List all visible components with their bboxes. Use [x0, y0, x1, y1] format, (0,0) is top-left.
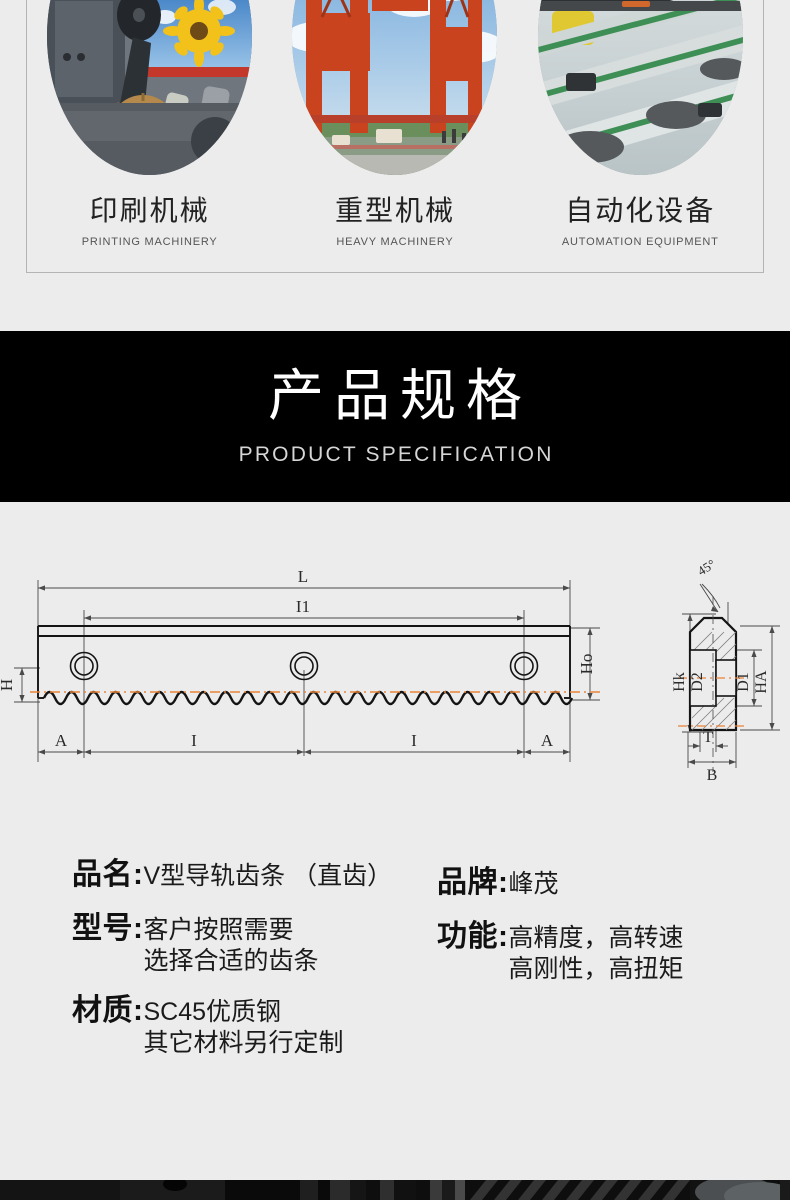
product-specification-banner: 产品规格 PRODUCT SPECIFICATION	[0, 331, 790, 502]
svg-text:A: A	[541, 731, 554, 750]
svg-text:I: I	[411, 731, 417, 750]
svg-text:H: H	[0, 679, 16, 691]
rack-teeth	[42, 690, 574, 706]
side-view-labels: L I1 A I I A H Ho	[0, 567, 596, 750]
svg-text:Hk: Hk	[671, 672, 688, 692]
dark-machinery-photo-strip	[0, 1180, 790, 1200]
applications-columns: 印刷机械 PRINTING MACHINERY	[27, 0, 763, 272]
spec-key: 功能:	[437, 920, 509, 953]
specifications-left-column: 品名: V型导轨齿条 （直齿） 型号: 客户按照需要 选择合适的齿条 材质: S…	[72, 855, 452, 1073]
mounting-holes	[69, 651, 539, 681]
svg-text:A: A	[55, 731, 68, 750]
technical-drawing: L I1 A I I A H Ho	[0, 540, 790, 790]
spec-row-product-name: 品名: V型导轨齿条 （直齿）	[72, 855, 452, 895]
section-centerlines	[678, 677, 748, 727]
application-item-printing[interactable]: 印刷机械 PRINTING MACHINERY	[36, 0, 264, 248]
applications-card: 印刷机械 PRINTING MACHINERY	[26, 0, 764, 273]
spec-value: 高精度，高转速 高刚性，高扭矩	[508, 924, 684, 983]
spec-value: V型导轨齿条 （直齿）	[143, 862, 393, 890]
spec-value: SC45优质钢 其它材料另行定制	[143, 998, 344, 1057]
spec-key: 品牌:	[437, 866, 509, 899]
banner-title-en: PRODUCT SPECIFICATION	[238, 443, 554, 466]
printing-press-photo	[47, 0, 253, 175]
spec-key: 材质:	[72, 994, 144, 1027]
application-item-automation[interactable]: 自动化设备 AUTOMATION EQUIPMENT	[526, 0, 754, 248]
application-title-en: PRINTING MACHINERY	[81, 236, 218, 248]
specifications-block: 品名: V型导轨齿条 （直齿） 型号: 客户按照需要 选择合适的齿条 材质: S…	[0, 855, 790, 1085]
svg-text:Ho: Ho	[577, 654, 596, 675]
svg-text:I: I	[191, 731, 197, 750]
spec-value: 客户按照需要 选择合适的齿条	[143, 916, 319, 975]
banner-title-cn: 产品规格	[268, 364, 532, 427]
spec-key: 型号:	[72, 912, 144, 945]
spec-value: 峰茂	[508, 870, 559, 898]
application-title-cn: 印刷机械	[89, 195, 210, 226]
application-title-en: HEAVY MACHINERY	[336, 236, 454, 248]
svg-text:L: L	[298, 567, 308, 586]
application-title-cn: 自动化设备	[565, 195, 716, 226]
spec-row-material: 材质: SC45优质钢 其它材料另行定制	[72, 991, 452, 1059]
spec-row-brand: 品牌: 峰茂	[437, 863, 777, 903]
application-title-en: AUTOMATION EQUIPMENT	[561, 236, 719, 248]
rack-side-view-outline	[37, 625, 571, 699]
svg-text:B: B	[707, 767, 718, 784]
spec-row-features: 功能: 高精度，高转速 高刚性，高扭矩	[437, 917, 777, 985]
svg-text:D1: D1	[735, 672, 752, 692]
cross-section-view: 45° Hk D2 D1 HA T B	[671, 556, 780, 784]
application-title-cn: 重型机械	[334, 195, 455, 226]
svg-text:HA: HA	[753, 670, 770, 694]
robotic-assembly-line-photo	[537, 0, 743, 175]
svg-text:45°: 45°	[695, 556, 718, 578]
svg-text:I1: I1	[296, 597, 310, 616]
gantry-crane-photo	[292, 0, 498, 175]
application-item-heavy[interactable]: 重型机械 HEAVY MACHINERY	[281, 0, 509, 248]
svg-text:D2: D2	[689, 672, 706, 692]
spec-row-model: 型号: 客户按照需要 选择合适的齿条	[72, 909, 452, 977]
specifications-right-column: 品牌: 峰茂 功能: 高精度，高转速 高刚性，高扭矩	[437, 863, 777, 999]
spec-key: 品名:	[72, 858, 144, 891]
svg-text:T: T	[703, 729, 713, 746]
